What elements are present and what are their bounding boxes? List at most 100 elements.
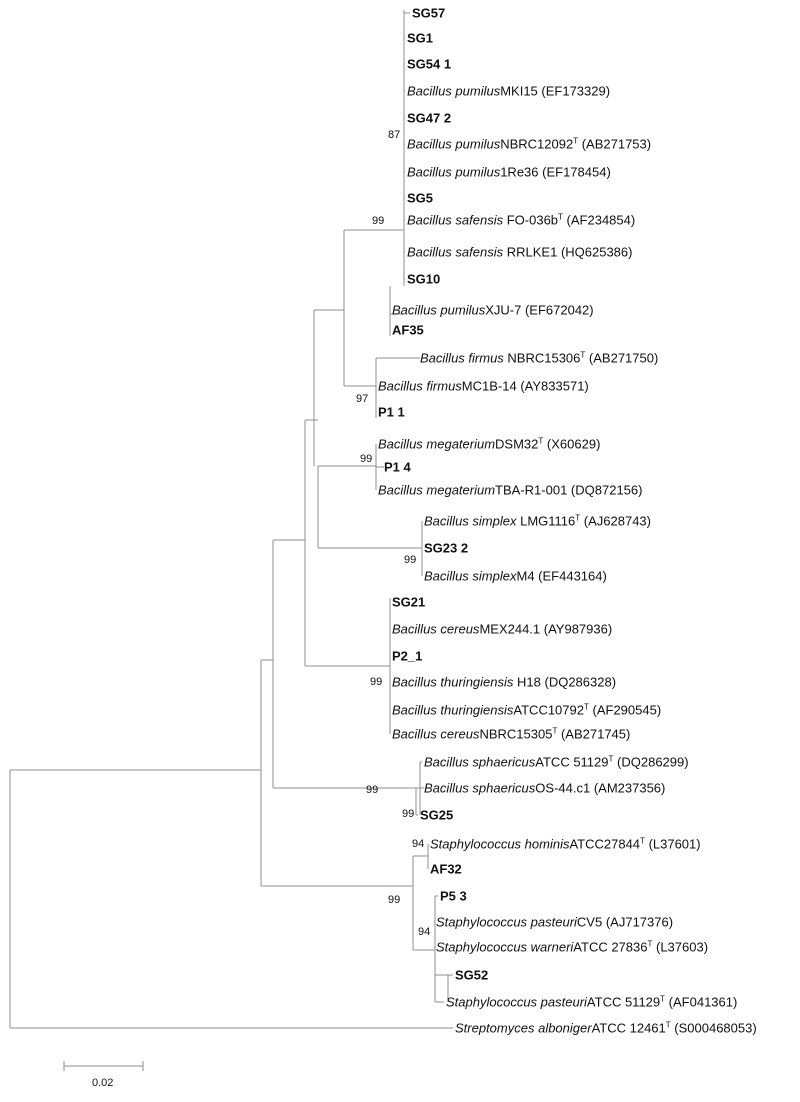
bootstrap-value: 99 [360,453,373,465]
accession-number: (AB271753) [581,136,652,152]
species-name: Bacillus simplex [424,513,517,529]
leaf-label: Bacillus cereusMEX244.1 (AY987936) [392,622,612,637]
leaf-label: Bacillus pumilusNBRC12092T (AB271753) [407,137,651,152]
species-name: Bacillus sphaericus [424,754,536,770]
isolate-name: P5 3 [440,888,467,904]
type-strain-mark: T [573,136,579,146]
species-name: Bacillus megaterium [378,436,496,452]
bootstrap-value: 99 [404,554,417,566]
isolate-name: AF35 [392,322,424,338]
leaf-label: Bacillus safensis FO-036bT (AF234854) [407,213,635,228]
type-strain-mark: T [583,702,589,712]
leaf-label: Bacillus simplexM4 (EF443164) [424,569,607,584]
type-strain-mark: T [608,754,614,764]
strain-name: NBRC15305 [479,726,553,742]
leaf-label: Bacillus thuringiensis H18 (DQ286328) [392,675,616,690]
leaf-label: Bacillus megateriumTBA-R1-001 (DQ872156) [378,483,642,498]
type-strain-mark: T [647,939,653,949]
accession-number: (HQ625386) [560,244,633,260]
isolate-name: SG5 [407,190,434,206]
scale-bar-label: 0.02 [92,1077,114,1089]
leaf-label: AF32 [430,862,462,877]
strain-name: NBRC15306 [503,350,581,366]
accession-number: (X60629) [546,436,601,452]
accession-number: (EF178454) [542,164,611,180]
species-name: Bacillus safensis [407,212,504,228]
species-name: Bacillus cereus [392,621,480,637]
leaf-label: SG52 [455,968,488,983]
strain-name: RRLKE1 [503,244,558,260]
strain-name: ATCC 51129 [535,754,609,770]
leaf-label: Bacillus thuringiensisATCC10792T (AF2905… [392,703,661,718]
species-name: Bacillus simplex [424,568,517,584]
accession-number: (AJ628743) [583,513,651,529]
leaf-label: Staphylococcus pasteuriCV5 (AJ717376) [436,915,673,930]
isolate-name: SG25 [420,807,454,823]
leaf-label: SG25 [420,808,453,823]
species-name: Bacillus pumilus [407,83,501,99]
accession-number: (DQ286299) [617,754,689,770]
isolate-name: SG47 2 [407,110,452,126]
leaf-label: Bacillus simplex LMG1116T (AJ628743) [424,514,651,529]
species-name: Staphylococcus pasteuri [436,914,577,930]
strain-name: TBA-R1-001 [495,482,568,498]
accession-number: (DQ872156) [570,482,643,498]
strain-name: XJU-7 [485,302,522,318]
leaf-label: SG47 2 [407,111,451,126]
accession-number: (AY833571) [520,378,589,394]
strain-name: M4 [516,568,535,584]
accession-number: (S000468053) [674,1020,757,1036]
leaf-label: SG23 2 [424,541,468,556]
bootstrap-value: 94 [412,838,425,850]
species-name: Staphylococcus hominis [430,836,570,852]
leaf-label: Staphylococcus warneriATCC 27836T (L3760… [436,940,708,955]
strain-name: CV5 [576,914,603,930]
isolate-name: SG23 2 [424,540,469,556]
species-name: Bacillus pumilus [407,164,501,180]
isolate-name: P1 4 [384,459,411,475]
species-name: Bacillus pumilus [407,136,501,152]
accession-number: (AJ717376) [605,914,674,930]
leaf-label: Streptomyces albonigerATCC 12461T (S0004… [455,1021,757,1036]
strain-name: LMG1116 [516,513,576,529]
type-strain-mark: T [665,1020,671,1030]
species-name: Bacillus megaterium [378,482,496,498]
leaf-label: SG5 [407,191,433,206]
accession-number: (AF290545) [592,702,662,718]
leaf-label: P5 3 [440,889,467,904]
accession-number: (AF234854) [566,212,636,228]
species-name: Bacillus pumilus [392,302,486,318]
species-name: Bacillus cereus [392,726,480,742]
accession-number: (AF041361) [668,994,738,1010]
accession-number: (AB271750) [588,350,659,366]
leaf-label: Bacillus cereusNBRC15305T (AB271745) [392,727,630,742]
isolate-name: SG21 [392,594,426,610]
leaf-label: SG10 [407,272,440,287]
bootstrap-value: 94 [418,926,431,938]
strain-name: MC1B-14 [461,378,517,394]
species-name: Bacillus thuringiensis [392,702,514,718]
type-strain-mark: T [552,726,558,736]
species-name: Staphylococcus pasteuri [446,994,587,1010]
leaf-label: SG57 [412,6,445,21]
leaf-label: Bacillus pumilus1Re36 (EF178454) [407,165,611,180]
isolate-name: P2_1 [392,648,423,664]
species-name: Bacillus firmus [420,350,504,366]
bootstrap-value: 99 [372,215,385,227]
species-name: Bacillus thuringiensis [392,674,514,690]
type-strain-mark: T [558,212,563,222]
leaf-label: Bacillus sphaericusOS-44.c1 (AM237356) [424,781,665,796]
type-strain-mark: T [538,436,544,446]
bootstrap-value: 97 [356,393,369,405]
isolate-name: SG10 [407,271,441,287]
leaf-label: Bacillus safensis RRLKE1 (HQ625386) [407,245,632,260]
bootstrap-value: 87 [388,129,401,141]
bootstrap-value: 99 [402,808,415,820]
leaf-label: P1 4 [384,460,411,475]
type-strain-mark: T [580,350,586,360]
strain-name: OS-44.c1 [535,780,591,796]
accession-number: (DQ286328) [544,674,617,690]
leaf-label: SG1 [407,31,433,46]
isolate-name: SG52 [455,967,489,983]
